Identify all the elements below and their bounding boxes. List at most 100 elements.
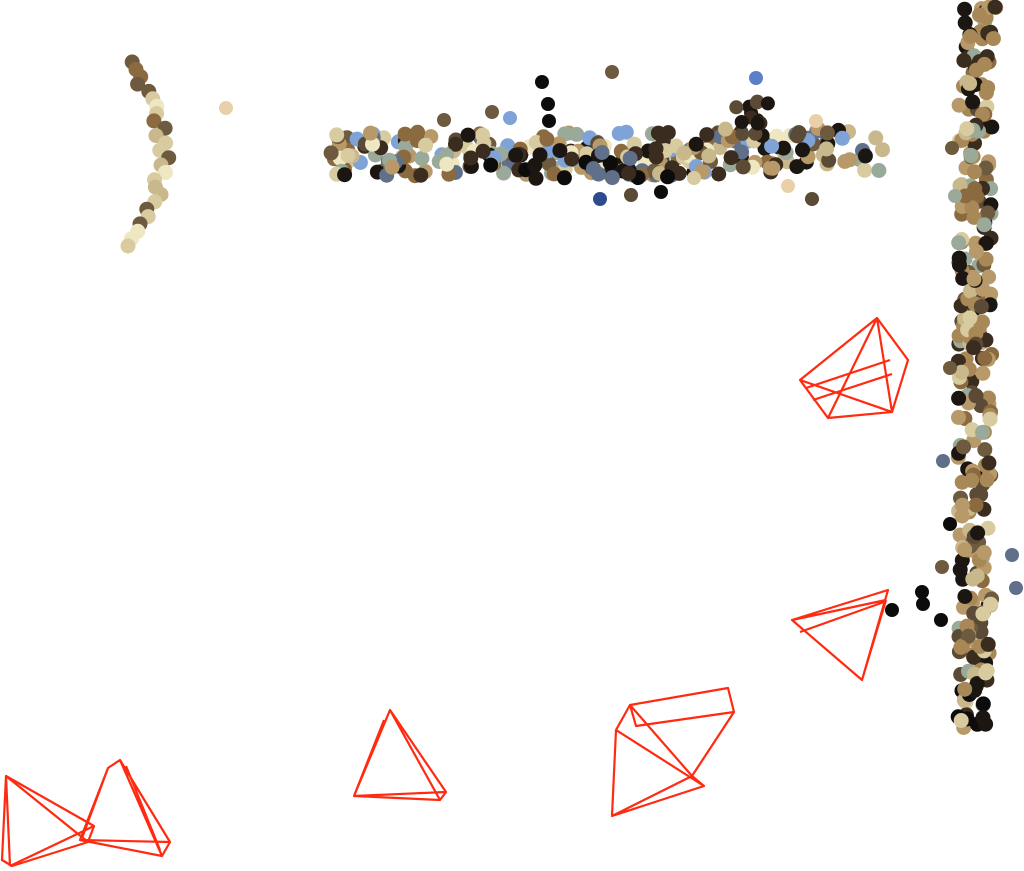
point: [460, 127, 476, 143]
point: [951, 97, 967, 113]
point: [978, 665, 994, 681]
point: [439, 156, 455, 172]
point: [957, 15, 973, 31]
point: [964, 200, 980, 216]
point: [749, 71, 763, 85]
point: [594, 145, 610, 160]
point: [968, 326, 984, 341]
point: [954, 497, 970, 513]
point: [970, 525, 986, 541]
point: [1009, 581, 1023, 595]
point: [871, 163, 887, 178]
point: [365, 136, 380, 152]
point: [593, 192, 607, 206]
point: [654, 185, 668, 199]
point: [602, 155, 618, 171]
point: [977, 56, 992, 72]
camera-frustum: [798, 316, 910, 420]
point: [965, 571, 981, 587]
point: [962, 29, 978, 44]
point: [120, 238, 136, 254]
point: [621, 166, 636, 181]
point: [974, 107, 990, 122]
point: [414, 150, 430, 166]
point: [542, 114, 556, 128]
point: [622, 150, 638, 166]
point: [981, 455, 997, 471]
point: [951, 409, 966, 425]
point: [935, 560, 949, 574]
point: [650, 125, 666, 141]
point: [965, 94, 981, 110]
point: [734, 115, 749, 129]
point: [819, 141, 834, 157]
point: [437, 113, 451, 127]
point: [885, 603, 899, 617]
point: [660, 169, 676, 185]
point: [936, 454, 950, 468]
point: [496, 165, 512, 181]
point: [987, 0, 1003, 15]
point: [789, 128, 805, 144]
point: [868, 130, 884, 146]
point: [795, 142, 810, 158]
point: [699, 127, 715, 143]
point: [842, 152, 858, 168]
point: [963, 147, 979, 163]
point: [805, 192, 819, 206]
point: [954, 508, 970, 524]
point: [943, 361, 957, 375]
point: [968, 244, 984, 259]
point: [749, 95, 764, 110]
point: [485, 105, 499, 119]
point: [604, 170, 620, 186]
point: [776, 140, 791, 156]
point: [982, 411, 998, 427]
point: [975, 710, 991, 726]
point: [648, 149, 664, 165]
point: [735, 159, 751, 175]
point: [962, 310, 978, 326]
point: [418, 137, 434, 153]
point: [916, 597, 930, 611]
point: [718, 121, 733, 137]
point: [158, 164, 173, 180]
point: [723, 150, 739, 166]
point: [964, 373, 980, 389]
point: [962, 75, 978, 91]
point: [146, 113, 162, 129]
point: [985, 31, 1001, 47]
point: [975, 696, 991, 712]
point: [340, 148, 356, 163]
point: [539, 131, 555, 147]
camera-frustum: [78, 758, 172, 858]
point: [976, 217, 992, 233]
point: [960, 628, 976, 644]
point: [624, 188, 638, 202]
point: [956, 53, 972, 68]
point: [959, 121, 975, 137]
point: [750, 116, 765, 131]
point: [951, 250, 967, 266]
point: [875, 142, 890, 158]
point: [688, 136, 704, 152]
point: [329, 127, 345, 143]
point: [964, 472, 979, 488]
point: [789, 159, 805, 175]
point: [701, 148, 717, 164]
point: [957, 681, 973, 697]
point: [676, 145, 692, 161]
point: [363, 125, 378, 141]
point: [508, 147, 524, 163]
point: [951, 390, 967, 406]
point: [834, 130, 850, 146]
point: [552, 143, 568, 159]
point: [980, 80, 996, 96]
point-cloud-top-bar: [323, 65, 890, 206]
point: [541, 97, 555, 111]
point: [943, 517, 957, 531]
point: [219, 101, 233, 115]
point: [955, 271, 971, 286]
point: [977, 350, 993, 366]
